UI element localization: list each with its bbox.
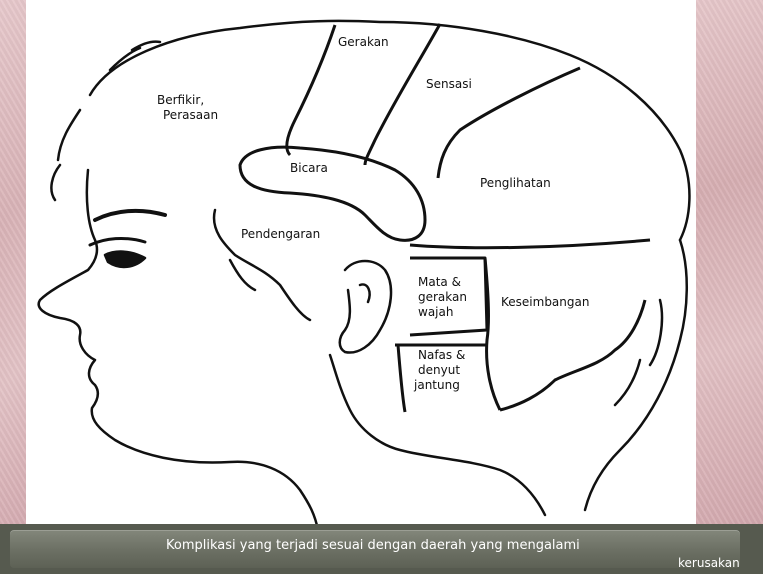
label-bicara: Bicara — [290, 161, 328, 175]
head-outline — [39, 21, 690, 530]
label-nafas-line2: denyut — [418, 363, 460, 377]
label-sensasi: Sensasi — [426, 77, 472, 91]
label-gerakan: Gerakan — [338, 35, 389, 49]
label-mata-line2: gerakan — [418, 290, 467, 304]
label-nafas-line1: Nafas & — [418, 348, 465, 362]
caption-bar: Komplikasi yang terjadi sesuai dengan da… — [0, 524, 763, 574]
label-berfikir-line2: Perasaan — [163, 108, 218, 122]
label-nafas-line3: jantung — [413, 378, 460, 392]
label-keseimbangan: Keseimbangan — [501, 295, 589, 309]
label-pendengaran: Pendengaran — [241, 227, 320, 241]
label-mata-line3: wajah — [418, 305, 453, 319]
caption-text: Komplikasi yang terjadi sesuai dengan da… — [166, 538, 580, 553]
label-mata-line1: Mata & — [418, 275, 461, 289]
label-penglihatan: Penglihatan — [480, 176, 551, 190]
caption-text-continued: kerusakan — [678, 556, 740, 570]
label-berfikir-line1: Berfikir, — [157, 93, 204, 107]
brain-function-diagram: Gerakan Berfikir, Perasaan Sensasi Bicar… — [0, 0, 763, 530]
